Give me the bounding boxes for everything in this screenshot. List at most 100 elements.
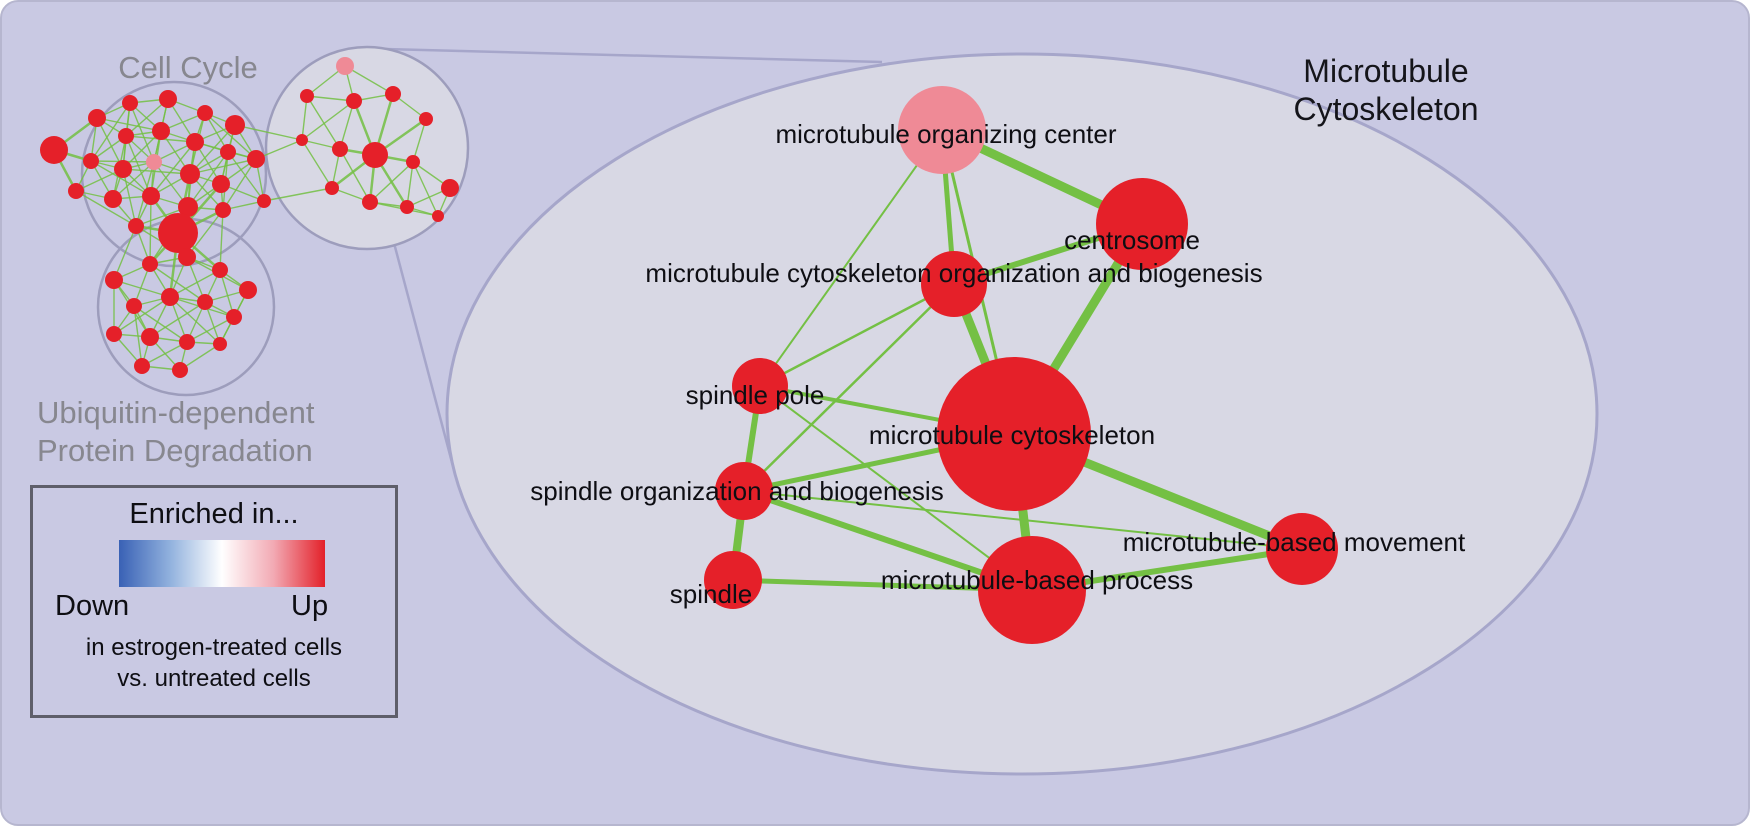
minimap-node[interactable]	[212, 262, 228, 278]
minimap-node[interactable]	[142, 187, 160, 205]
legend-gradient-bar	[119, 540, 325, 587]
legend-caption-line2: vs. untreated cells	[117, 665, 311, 692]
minimap-node[interactable]	[172, 362, 188, 378]
minimap-edge	[219, 209, 224, 271]
ubiquitin-title-line1: Ubiquitin-dependent	[37, 395, 315, 430]
minimap-node[interactable]	[225, 115, 245, 135]
minimap-node[interactable]	[385, 86, 401, 102]
minimap-node[interactable]	[197, 105, 213, 121]
network-node-centrosome[interactable]	[1096, 178, 1188, 270]
minimap-node[interactable]	[247, 150, 265, 168]
minimap-node[interactable]	[336, 57, 354, 75]
minimap-edge	[227, 151, 265, 202]
minimap-node[interactable]	[142, 256, 158, 272]
network-node-mcob[interactable]	[921, 251, 987, 317]
minimap-edge	[149, 301, 206, 338]
network-node-mbm[interactable]	[1266, 513, 1338, 585]
minimap-edge	[189, 158, 257, 175]
network-node-label-moc: microtubule organizing center	[775, 119, 1116, 149]
minimap-nodes	[40, 57, 459, 378]
minimap-node[interactable]	[419, 112, 433, 126]
network-edge-mcob-sob	[743, 283, 955, 492]
network-node-spindle_pole[interactable]	[732, 358, 788, 414]
minimap-node[interactable]	[83, 153, 99, 169]
minimap-edge	[133, 305, 188, 343]
minimap-node[interactable]	[114, 160, 132, 178]
minimap-node[interactable]	[104, 190, 122, 208]
network-node-label-mcob: microtubule cytoskeleton organization an…	[645, 258, 1262, 288]
network-node-mbp[interactable]	[978, 536, 1086, 644]
minimap-edge	[234, 124, 303, 141]
minimap-node[interactable]	[134, 358, 150, 374]
minimap-node[interactable]	[432, 210, 444, 222]
network-node-mc[interactable]	[937, 357, 1091, 511]
minimap-node[interactable]	[68, 183, 84, 199]
minimap-node[interactable]	[180, 164, 200, 184]
minimap-edge	[90, 160, 152, 197]
minimap-node[interactable]	[161, 288, 179, 306]
minimap-edge	[125, 98, 169, 137]
minimap-node[interactable]	[215, 202, 231, 218]
minimap-edge	[186, 316, 235, 343]
zoom-guide-line	[392, 242, 456, 471]
legend-title: Enriched in...	[129, 498, 299, 530]
minimap-node[interactable]	[106, 326, 122, 342]
minimap-node[interactable]	[122, 95, 138, 111]
minimap-node[interactable]	[226, 309, 242, 325]
minimap-node[interactable]	[159, 90, 177, 108]
network-edge-moc-spindle_pole	[759, 129, 943, 387]
network-node-moc[interactable]	[898, 86, 986, 174]
minimap-node[interactable]	[146, 154, 162, 170]
network-node-label-mc: microtubule cytoskeleton	[869, 420, 1155, 450]
minimap-node[interactable]	[40, 136, 68, 164]
minimap-node[interactable]	[257, 194, 271, 208]
network-node-spindle[interactable]	[704, 551, 762, 609]
minimap-node[interactable]	[158, 213, 198, 253]
minimap-edge	[301, 100, 355, 141]
minimap-node[interactable]	[88, 109, 106, 127]
minimap-node[interactable]	[212, 175, 230, 193]
minimap-node[interactable]	[197, 294, 213, 310]
minimap-node[interactable]	[141, 328, 159, 346]
minimap-edge	[113, 225, 137, 281]
minimap-node[interactable]	[346, 93, 362, 109]
minimap-node[interactable]	[126, 298, 142, 314]
minimap-node[interactable]	[325, 181, 339, 195]
minimap-node[interactable]	[239, 281, 257, 299]
minimap-node[interactable]	[362, 194, 378, 210]
minimap-node[interactable]	[220, 144, 236, 160]
minimap-node[interactable]	[362, 142, 388, 168]
network-node-sob[interactable]	[715, 462, 773, 520]
minimap-edge	[113, 296, 171, 335]
minimap-node[interactable]	[332, 141, 348, 157]
minimap-node[interactable]	[406, 155, 420, 169]
minimap-node[interactable]	[441, 179, 459, 197]
legend-down-label: Down	[55, 590, 130, 622]
minimap-edge	[339, 100, 355, 150]
minimap-edge	[344, 65, 394, 95]
minimap-node[interactable]	[128, 218, 144, 234]
minimap-node[interactable]	[178, 248, 196, 266]
minimap-edge	[186, 209, 224, 258]
network-node-label-mbm: microtubule-based movement	[1123, 527, 1466, 557]
minimap-node[interactable]	[105, 271, 123, 289]
network-edge-mcob-spindle_pole	[759, 282, 955, 388]
minimap-edge	[122, 168, 191, 175]
minimap-node[interactable]	[300, 89, 314, 103]
legend-caption-line1: in estrogen-treated cells	[85, 634, 343, 661]
minimap-edge	[90, 102, 131, 162]
minimap-node[interactable]	[186, 133, 204, 151]
minimap-node[interactable]	[400, 200, 414, 214]
minimap-node[interactable]	[152, 122, 170, 140]
minimap-node[interactable]	[296, 134, 308, 146]
minimap-edge	[306, 95, 341, 150]
minimap-node[interactable]	[213, 337, 227, 351]
minimap-node[interactable]	[118, 128, 134, 144]
minimap-node[interactable]	[178, 197, 198, 217]
minimap-node[interactable]	[179, 334, 195, 350]
network-edge-spindle_pole-mbp	[759, 385, 1033, 591]
minimap-edge	[204, 112, 257, 160]
legend-box: Enriched in... Down Up in estrogen-treat…	[30, 485, 398, 718]
